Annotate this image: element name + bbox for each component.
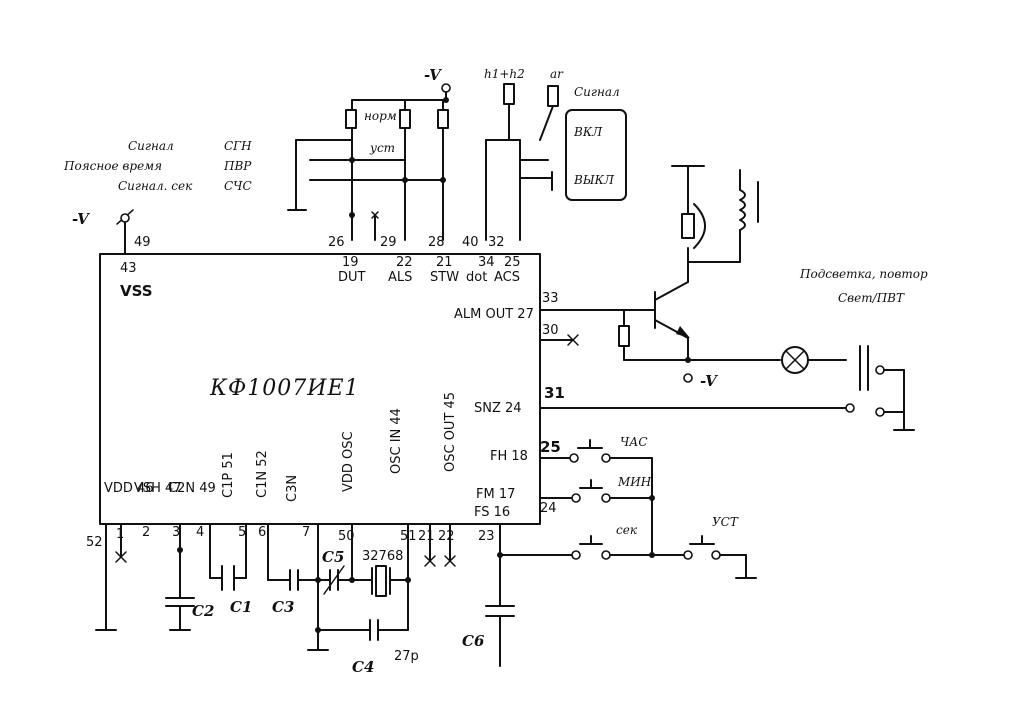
switch-norm-label: норм [364, 109, 397, 123]
output-stage: -V [609, 165, 847, 390]
note-zone-code: ПВР [223, 159, 252, 173]
top-pin-28-ext: 28 [428, 235, 445, 250]
bottom-pin-52: 52 [86, 535, 103, 550]
label-osc-out: OSC OUT 45 [443, 392, 458, 472]
bottom-pin-4: 4 [196, 525, 204, 540]
switch-set-label: уст [369, 141, 395, 155]
note-sec-text: Сигнал. сек [118, 179, 193, 193]
pin-24-right-label: 24 [540, 501, 557, 516]
label-vsh: VSH 47 [134, 481, 182, 496]
note-signal-text: Сигнал [128, 139, 174, 153]
bottom-pin-7: 7 [302, 525, 310, 540]
on-label: ВКЛ [573, 125, 603, 139]
label-c1p: C1P 51 [221, 452, 236, 498]
fm-label: FM 17 [476, 487, 515, 502]
backlight-label-1: Подсветка, повтор [799, 267, 928, 281]
left-notes: Сигнал СГН Поясное время ПВР Сигнал. сек… [63, 139, 252, 193]
pin-23-label: 23 [478, 529, 495, 544]
pin-33-label: 33 [542, 291, 559, 306]
off-label: ВЫКЛ [573, 173, 615, 187]
c3-label: C3 [272, 598, 294, 616]
top-pin-dot-label: dot [466, 270, 487, 285]
right-pins: ALM OUT 27 33 30 SNZ 24 31 FH 18 25 FM 1… [454, 291, 847, 558]
alm-out-label: ALM OUT 27 [454, 307, 534, 322]
c5-label: C5 [322, 548, 344, 566]
top-pin-acs-label: ACS [494, 270, 520, 285]
mode-switch: h1+h2 ar Сигнал ВКЛ ВЫКЛ [484, 67, 627, 241]
top-pin-25-int: 25 [504, 255, 521, 270]
backlight-label-2: Свет/ПВТ [838, 291, 905, 305]
backlight-switch: Подсветка, повтор Свет/ПВТ [799, 267, 928, 431]
top-pin-21-int: 21 [436, 255, 453, 270]
snz-label: SNZ 24 [474, 401, 522, 416]
pin-31-label: 31 [544, 384, 565, 402]
bottom-labels: VDD 46 VSH 47 C2N 49 C1P 51 C1N 52 C3N V… [104, 392, 458, 502]
button-set-label: УСТ [712, 515, 739, 529]
top-pin-stw-label: STW [430, 270, 459, 285]
button-hours-label: ЧАС [620, 435, 648, 449]
note-signal-code: СГН [224, 139, 252, 153]
top-pin-als-label: ALS [388, 270, 412, 285]
top-pin-dut-label: DUT [338, 270, 366, 285]
setting-buttons: ЧАС МИН сек УСТ [569, 435, 757, 579]
ar-label: ar [550, 67, 564, 81]
chip-name: КФ1007ИЕ1 [209, 376, 360, 401]
pin-30-label: 30 [542, 323, 559, 338]
crystal-label: 32768 [362, 549, 403, 564]
label-c2n: C2N 49 [168, 481, 216, 496]
minus-v-transistor-label: -V [700, 372, 718, 390]
top-pin-26-ext: 26 [328, 235, 345, 250]
button-seconds-label: сек [616, 523, 638, 537]
top-pin-32-ext: 32 [488, 235, 505, 250]
label-vdd: VDD 46 [104, 481, 154, 496]
top-switch-block: -V норм уст [287, 66, 451, 241]
chip-body: КФ1007ИЕ1 [99, 253, 541, 525]
capacitor-c6: C6 [462, 554, 515, 667]
label-c3n: C3N [285, 475, 300, 502]
label-c1n: C1N 52 [255, 450, 270, 498]
bottom-pin-21: 21 [418, 529, 435, 544]
top-pin-19-int: 19 [342, 255, 359, 270]
bottom-pin-50: 50 [338, 529, 355, 544]
bottom-pin-2: 2 [142, 525, 150, 540]
label-osc-in: OSC IN 44 [389, 408, 404, 474]
h1h2-label: h1+h2 [484, 67, 525, 81]
top-pins: 26 19 DUT 29 22 ALS 28 21 STW 40 34 dot … [328, 235, 521, 285]
c1-label: C1 [230, 598, 252, 616]
c4-value-label: 27p [394, 649, 419, 664]
bottom-pin-3: 3 [172, 525, 180, 540]
c2-label: C2 [192, 602, 214, 620]
pin-25-right-label: 25 [540, 438, 561, 456]
top-pin-34-int: 34 [478, 255, 495, 270]
button-minutes-label: МИН [617, 475, 652, 489]
label-vdd-osc: VDD OSC [341, 431, 356, 492]
c6-label: C6 [462, 632, 485, 650]
note-zone-text: Поясное время [63, 159, 162, 173]
top-pin-40-ext: 40 [462, 235, 479, 250]
note-sec-code: СЧС [224, 179, 252, 193]
fs-label: FS 16 [474, 505, 510, 520]
vss-supply: -V 49 43 VSS [72, 209, 153, 300]
vss-label: VSS [120, 282, 153, 300]
bottom-pin-6: 6 [258, 525, 266, 540]
bottom-pin-5: 5 [238, 525, 246, 540]
top-pin-29-ext: 29 [380, 235, 397, 250]
minus-v-top-label: -V [424, 66, 442, 84]
vss-pin-number: 43 [120, 261, 137, 276]
bottom-pin-22: 22 [438, 529, 455, 544]
pin-49-label: 49 [134, 235, 151, 250]
c4-label: C4 [352, 658, 374, 676]
bottom-pins: 52 1 2 3 4 5 6 7 50 51 21 22 C2 C1 [86, 523, 456, 676]
fh-label: FH 18 [490, 449, 528, 464]
signal-label: Сигнал [574, 85, 620, 99]
top-pin-22-int: 22 [396, 255, 413, 270]
minus-v-left-label: -V [72, 210, 90, 228]
